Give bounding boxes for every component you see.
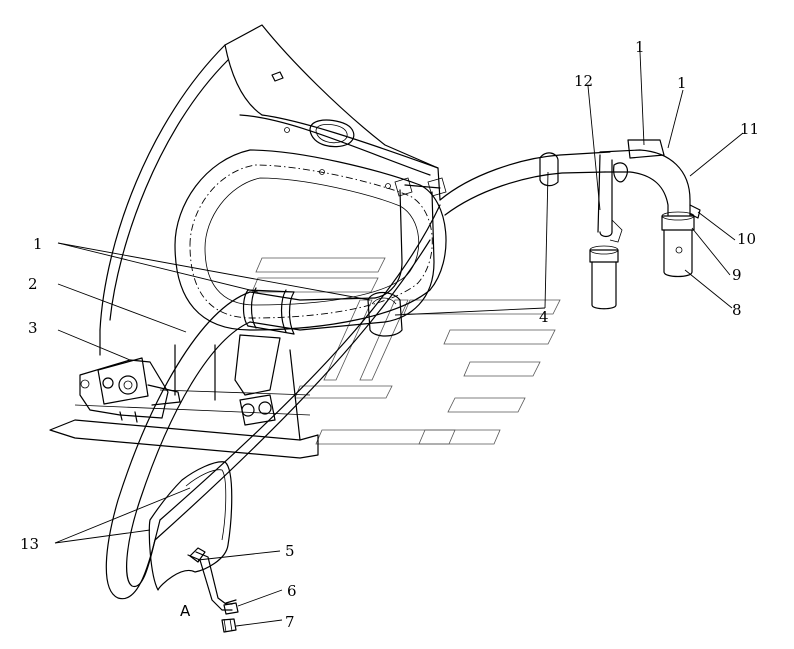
hose-support-bracket	[234, 334, 281, 426]
watermark-logo	[251, 257, 561, 445]
callout-1-left: 1	[33, 235, 43, 253]
callout-5: 5	[285, 542, 295, 560]
callout-2: 2	[28, 275, 38, 293]
bolt-part-6	[223, 599, 239, 615]
nut-part-7	[221, 618, 237, 633]
callout-6: 6	[287, 582, 297, 600]
callout-9: 9	[732, 266, 742, 284]
callout-labels: 1 1 12 11 10 9 8 4 1 2 3 13 5 6 7 A	[20, 38, 759, 631]
callout-4: 4	[539, 308, 549, 326]
callout-13: 13	[20, 535, 39, 553]
callout-1-top-left: 1	[635, 38, 645, 56]
strap-clamp-part-4	[367, 152, 559, 337]
body-panel	[49, 24, 447, 459]
callout-7: 7	[285, 613, 295, 631]
view-label-a: A	[180, 602, 191, 620]
callout-12: 12	[574, 72, 593, 90]
lower-pad-part-13	[148, 461, 233, 591]
outlet-pipe-right	[589, 139, 701, 310]
callout-8: 8	[732, 301, 742, 319]
callout-11: 11	[740, 120, 759, 138]
callout-1-top-right: 1	[677, 74, 687, 92]
mounting-bracket-part-3	[79, 357, 181, 423]
callout-10: 10	[737, 230, 756, 248]
intake-pipe	[105, 151, 611, 600]
callout-3: 3	[28, 319, 38, 337]
leader-lines	[54, 51, 744, 627]
